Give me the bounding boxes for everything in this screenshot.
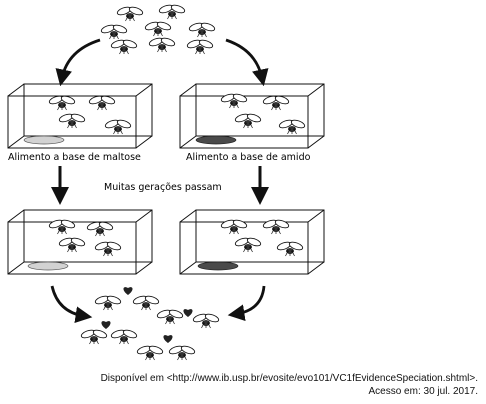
mixed-fly-population — [79, 287, 221, 361]
arrow-icon — [227, 285, 266, 322]
fly-icon — [157, 3, 187, 20]
arrow-icon — [225, 38, 269, 87]
initial-fly-population — [99, 3, 217, 55]
cage-starch-top — [179, 83, 325, 149]
fly-icon — [99, 23, 129, 40]
fly-icon — [147, 36, 177, 53]
arrow-icon — [55, 38, 101, 87]
food-dish-icon — [23, 135, 65, 145]
fly-icon — [187, 21, 217, 38]
cage-maltose-top — [7, 83, 153, 149]
heart-icon — [183, 309, 193, 317]
heart-icon — [163, 335, 173, 343]
food-dish-icon — [27, 261, 69, 271]
food-dish-icon — [197, 261, 239, 271]
heart-icon — [101, 321, 111, 329]
maltose-label: Alimento a base de maltose — [8, 152, 141, 163]
fly-icon — [143, 20, 173, 37]
fly-icon — [115, 5, 145, 22]
cage-starch-bottom — [179, 209, 325, 275]
fly-icon — [109, 38, 139, 55]
arrow-icon — [50, 285, 93, 324]
cage-maltose-bottom — [7, 209, 153, 275]
starch-label: Alimento a base de amido — [186, 152, 311, 163]
heart-icon — [123, 287, 133, 295]
food-dish-icon — [195, 135, 237, 145]
citation-line-1: Disponível em <http://www.ib.usp.br/evos… — [100, 373, 478, 384]
citation-line-2: Acesso em: 30 jul. 2017. — [368, 386, 478, 397]
fly-icon — [185, 38, 215, 55]
generations-label: Muitas gerações passam — [104, 182, 222, 193]
